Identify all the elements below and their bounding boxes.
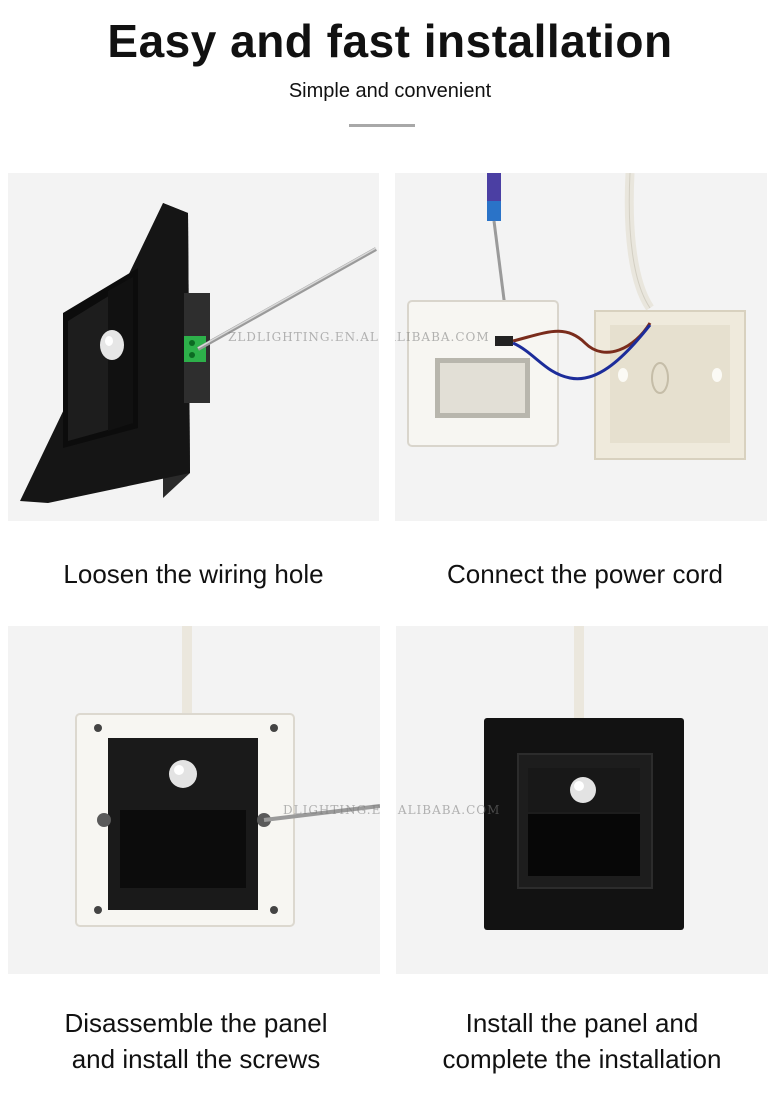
step-4-caption: Install the panel and complete the insta… [388, 1005, 776, 1077]
open-panel-image [8, 626, 380, 974]
installed-panel-image [396, 626, 768, 974]
watermark-text: ZLDLIGHTING.EN.ALIBABA.COM [228, 330, 379, 344]
title-divider [349, 124, 415, 127]
step-1-caption: Loosen the wiring hole [63, 559, 324, 589]
step-3-caption-line-1: Disassemble the panel [64, 1008, 328, 1038]
step-1-photo: ZLDLIGHTING.EN.ALIBABA.COM [8, 173, 379, 521]
step-3-photo: DLIGHTING.EN.ALIBABA.COM [8, 626, 380, 974]
watermark-text: ZLDLIGHTING.EN.ALIBABA.COM [395, 330, 490, 344]
step-2-photo: ZLDLIGHTING.EN.ALIBABA.COM [395, 173, 767, 521]
wiring-boxes-image [395, 173, 767, 521]
watermark-text: DLIGHTING.EN.ALIBABA.COM [283, 803, 380, 817]
step-4-photo: DLIGHTING.EN.ALIBABA.COM [396, 626, 768, 974]
black-panel-side-image [8, 173, 379, 521]
page-title: Easy and fast installation [107, 15, 673, 67]
step-3-caption: Disassemble the panel and install the sc… [0, 1005, 392, 1077]
step-4-caption-line-2: complete the installation [442, 1044, 722, 1074]
step-4-caption-line-1: Install the panel and [465, 1008, 699, 1038]
step-2-caption: Connect the power cord [446, 559, 724, 589]
page-subtitle: Simple and convenient [288, 80, 492, 102]
watermark-text: DLIGHTING.EN.ALIBABA.COM [396, 803, 501, 817]
step-3-caption-line-2: and install the screws [71, 1044, 321, 1074]
